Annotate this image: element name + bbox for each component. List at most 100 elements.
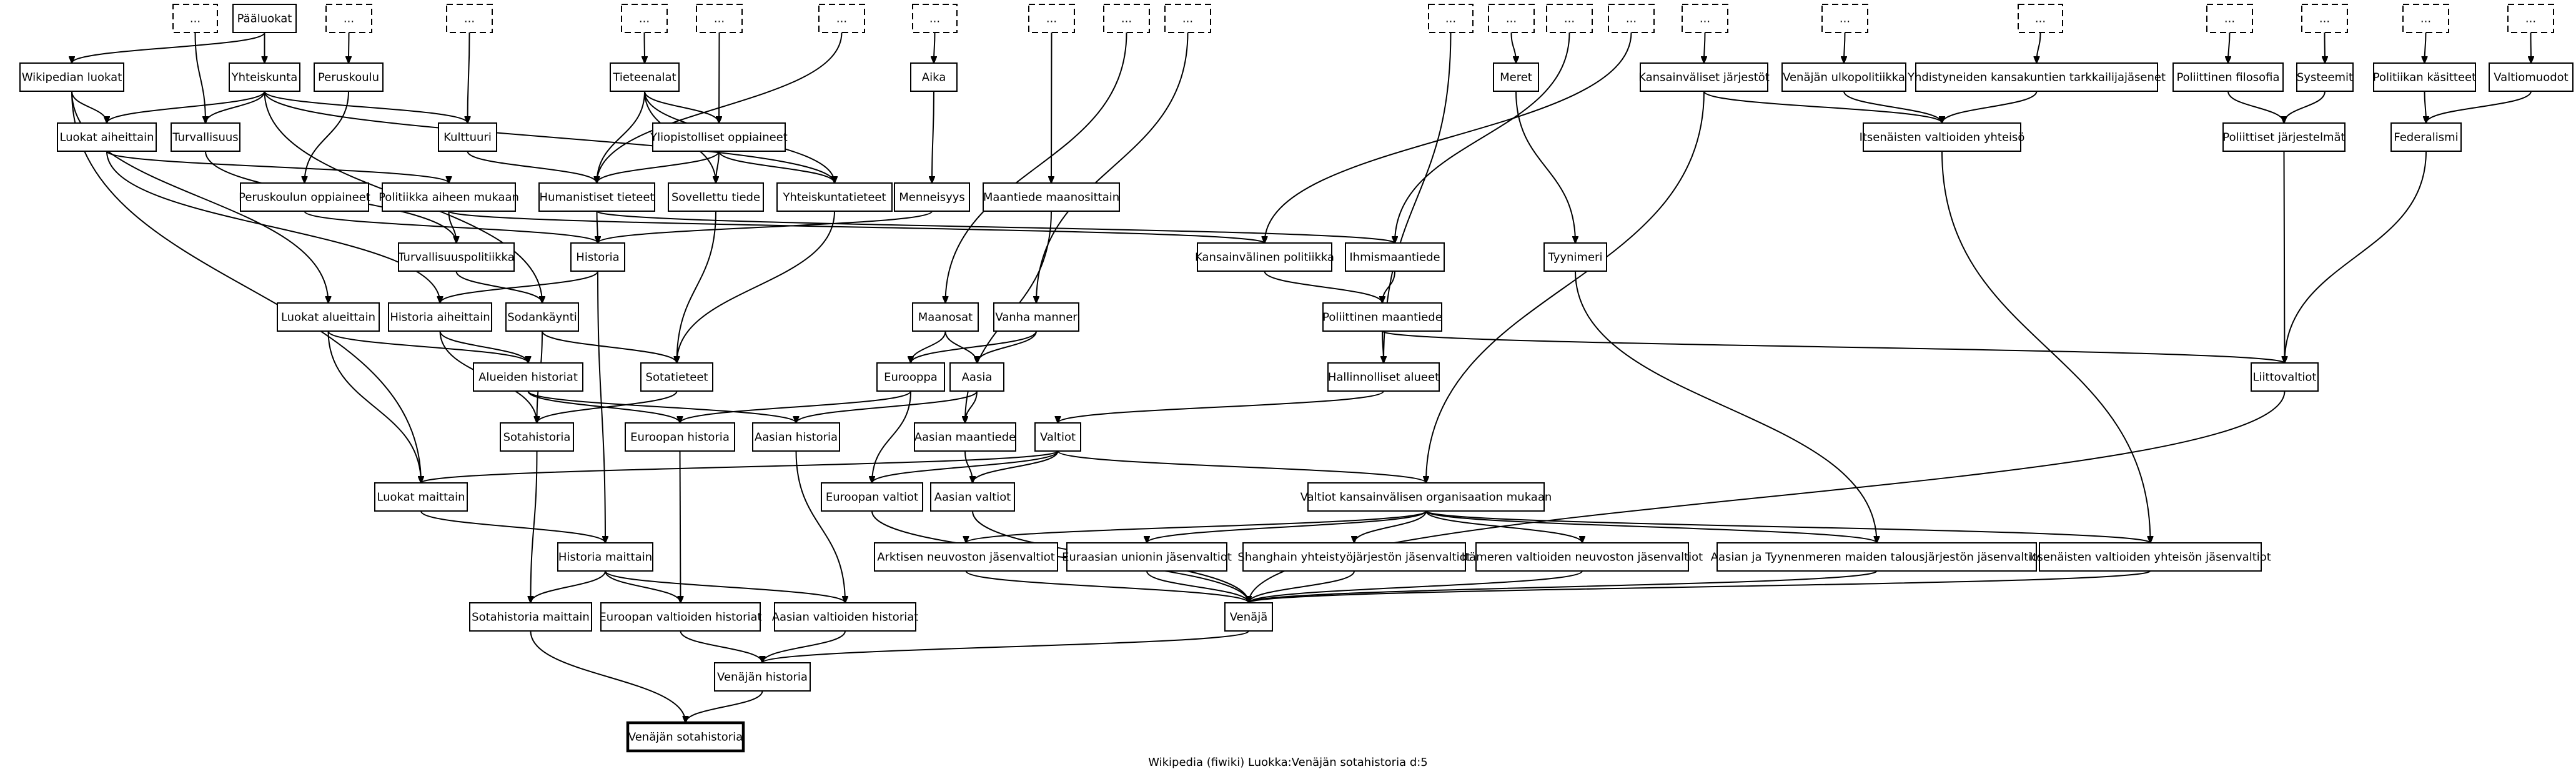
edge-euroopan_historia-to-euroopan_valtioiden_historiat (680, 450, 681, 603)
node-d10[interactable]: ... (1164, 4, 1211, 33)
node-d18[interactable]: ... (2206, 4, 2253, 33)
node-label: ... (2224, 12, 2235, 26)
node-yk-jasenet[interactable]: Yhdistyneiden kansakuntien tarkkailijajä… (1907, 62, 2166, 92)
node-d19[interactable]: ... (2301, 4, 2348, 33)
node-hallinnolliset-alueet[interactable]: Hallinnolliset alueet (1327, 362, 1440, 392)
node-d20[interactable]: ... (2402, 4, 2449, 33)
node-politiikan-kasitteet[interactable]: Politiikan käsitteet (2373, 62, 2476, 92)
node-vanha-manner[interactable]: Vanha manner (993, 302, 1079, 332)
node-euroopan-valtioiden-historiat[interactable]: Euroopan valtioiden historiat (599, 602, 762, 632)
node-aika[interactable]: Aika (910, 62, 958, 92)
node-historia[interactable]: Historia (570, 242, 625, 272)
node-aasian-historia[interactable]: Aasian historia (752, 422, 840, 452)
node-sotatieteet[interactable]: Sotatieteet (640, 362, 713, 392)
node-humanistiset[interactable]: Humanistiset tieteet (538, 182, 655, 212)
node-d7[interactable]: ... (912, 4, 958, 33)
node-peruskoulun-oppiaineet[interactable]: Peruskoulun oppiaineet (239, 182, 370, 212)
edge-d14-to-kansainvalinen_politiikka (1265, 32, 1632, 243)
node-arktisen[interactable]: Arktisen neuvoston jäsenvaltiot (874, 542, 1058, 572)
node-aasian-valtioiden-historiat[interactable]: Aasian valtioiden historiat (772, 602, 919, 632)
node-kansainvalinen-politiikka[interactable]: Kansainvälinen politiikka (1195, 242, 1334, 272)
node-kulttuuri[interactable]: Kulttuuri (438, 122, 497, 152)
node-alueiden-historiat[interactable]: Alueiden historiat (473, 362, 583, 392)
edge-meret-to-tyynimeri (1515, 91, 1575, 243)
node-aasian-tyynenmeren[interactable]: Aasian ja Tyynenmeren maiden talousjärje… (1711, 542, 2043, 572)
node-historia-maittain[interactable]: Historia maittain (557, 542, 653, 572)
node-shanghain[interactable]: Shanghain yhteistyöjärjestön jäsenvaltio… (1237, 542, 1471, 572)
node-label: Aasian ja Tyynenmeren maiden talousjärje… (1711, 551, 2043, 564)
node-label: Sotahistoria maittain (472, 611, 590, 624)
node-menneisyys[interactable]: Menneisyys (894, 182, 970, 212)
node-federalismi[interactable]: Federalismi (2390, 122, 2462, 152)
node-label: Itsenäisten valtioiden yhteisö (1860, 131, 2025, 144)
node-maantiede-maanosittain[interactable]: Maantiede maanosittain (983, 182, 1120, 212)
node-label: Arktisen neuvoston jäsenvaltiot (877, 551, 1055, 564)
node-turvallisuus[interactable]: Turvallisuus (171, 122, 240, 152)
node-valtiot[interactable]: Valtiot (1034, 422, 1081, 452)
node-d13[interactable]: ... (1546, 4, 1593, 33)
node-d3[interactable]: ... (446, 4, 493, 33)
node-venajan-ulkopolitiikka[interactable]: Venäjän ulkopolitiikka (1781, 62, 1906, 92)
node-sodankaynti[interactable]: Sodankäynti (505, 302, 579, 332)
node-politiikka-aiheen[interactable]: Politiikka aiheen mukaan (379, 182, 519, 212)
node-d11[interactable]: ... (1428, 4, 1474, 33)
node-poliittinen-maantiede[interactable]: Poliittinen maantiede (1322, 302, 1442, 332)
edge-historia_maittain-to-aasian_valtioiden_historiat (605, 570, 845, 603)
node-ihmismaantiede[interactable]: Ihmismaantiede (1345, 242, 1445, 272)
node-maanosat[interactable]: Maanosat (912, 302, 979, 332)
node-valtiomuodot[interactable]: Valtiomuodot (2489, 62, 2574, 92)
node-venaja[interactable]: Venäjä (1224, 602, 1273, 632)
node-sotahistoria-maittain[interactable]: Sotahistoria maittain (469, 602, 592, 632)
node-aasian-maantiede[interactable]: Aasian maantiede (914, 422, 1016, 452)
node-yhteiskunta[interactable]: Yhteiskunta (229, 62, 300, 92)
edge-vanha_manner-to-eurooppa (911, 330, 1037, 363)
node-d9[interactable]: ... (1103, 4, 1150, 33)
node-itsenaisten-yhteiso[interactable]: Itsenäisten valtioiden yhteisö (1860, 122, 2025, 152)
node-d4[interactable]: ... (621, 4, 668, 33)
node-wikipedian-luokat[interactable]: Wikipedian luokat (19, 62, 124, 92)
node-poliittiset-jarjestelmat[interactable]: Poliittiset järjestelmät (2222, 122, 2346, 152)
node-valtiot-kansainvalisen[interactable]: Valtiot kansainvälisen organisaation muk… (1300, 482, 1552, 512)
node-d16[interactable]: ... (1821, 4, 1868, 33)
node-d21[interactable]: ... (2507, 4, 2554, 33)
node-peruskoulu[interactable]: Peruskoulu (314, 62, 384, 92)
node-sotahistoria[interactable]: Sotahistoria (500, 422, 574, 452)
node-venajan-sotahistoria[interactable]: Venäjän sotahistoria (626, 721, 745, 753)
node-liittovaltiot[interactable]: Liittovaltiot (2251, 362, 2319, 392)
node-yhteiskuntatieteet[interactable]: Yhteiskuntatieteet (776, 182, 893, 212)
node-euroopan-historia[interactable]: Euroopan historia (625, 422, 735, 452)
node-d6[interactable]: ... (818, 4, 865, 33)
node-aasian-valtiot[interactable]: Aasian valtiot (930, 482, 1015, 512)
node-paaluokat[interactable]: Pääluokat (232, 4, 297, 33)
node-kansainvaliset-jarjestot[interactable]: Kansainväliset järjestöt (1638, 62, 1770, 92)
node-venajan-historia[interactable]: Venäjän historia (714, 662, 811, 692)
node-tyynimeri[interactable]: Tyynimeri (1543, 242, 1607, 272)
node-euraasian[interactable]: Euraasian unionin jäsenvaltiot (1062, 542, 1232, 572)
node-euroopan-valtiot[interactable]: Euroopan valtiot (821, 482, 923, 512)
node-d12[interactable]: ... (1488, 4, 1535, 33)
edge-humanistiset-to-historia (597, 211, 598, 243)
node-historia-aiheittain[interactable]: Historia aiheittain (388, 302, 492, 332)
node-itameren[interactable]: Itämeren valtioiden neuvoston jäsenvalti… (1462, 542, 1703, 572)
node-itsenaisten-jasenet[interactable]: Itsenäisten valtioiden yhteisön jäsenval… (2029, 542, 2271, 572)
node-tieteenalat[interactable]: Tieteenalat (610, 62, 680, 92)
node-systeemit[interactable]: Systeemit (2296, 62, 2354, 92)
node-luokat-maittain[interactable]: Luokat maittain (374, 482, 468, 512)
node-sovellettu[interactable]: Sovellettu tiede (668, 182, 764, 212)
node-luokat-alueittain[interactable]: Luokat alueittain (277, 302, 380, 332)
node-d8[interactable]: ... (1028, 4, 1075, 33)
node-d2[interactable]: ... (325, 4, 372, 33)
node-poliittinen-filosofia[interactable]: Poliittinen filosofia (2172, 62, 2284, 92)
node-d1[interactable]: ... (172, 4, 218, 33)
node-d17[interactable]: ... (2018, 4, 2063, 33)
node-aasia[interactable]: Aasia (949, 362, 1004, 392)
node-turvallisuuspolitiikka[interactable]: Turvallisuuspolitiikka (397, 242, 515, 272)
node-luokat-aiheittain[interactable]: Luokat aiheittain (57, 122, 157, 152)
node-meret[interactable]: Meret (1493, 62, 1539, 92)
node-label: Meret (1500, 71, 1532, 84)
node-d5[interactable]: ... (696, 4, 743, 33)
node-eurooppa[interactable]: Eurooppa (876, 362, 945, 392)
node-yliopistolliset[interactable]: Yliopistolliset oppiaineet (650, 122, 788, 152)
node-d14[interactable]: ... (1608, 4, 1655, 33)
node-d15[interactable]: ... (1682, 4, 1728, 33)
